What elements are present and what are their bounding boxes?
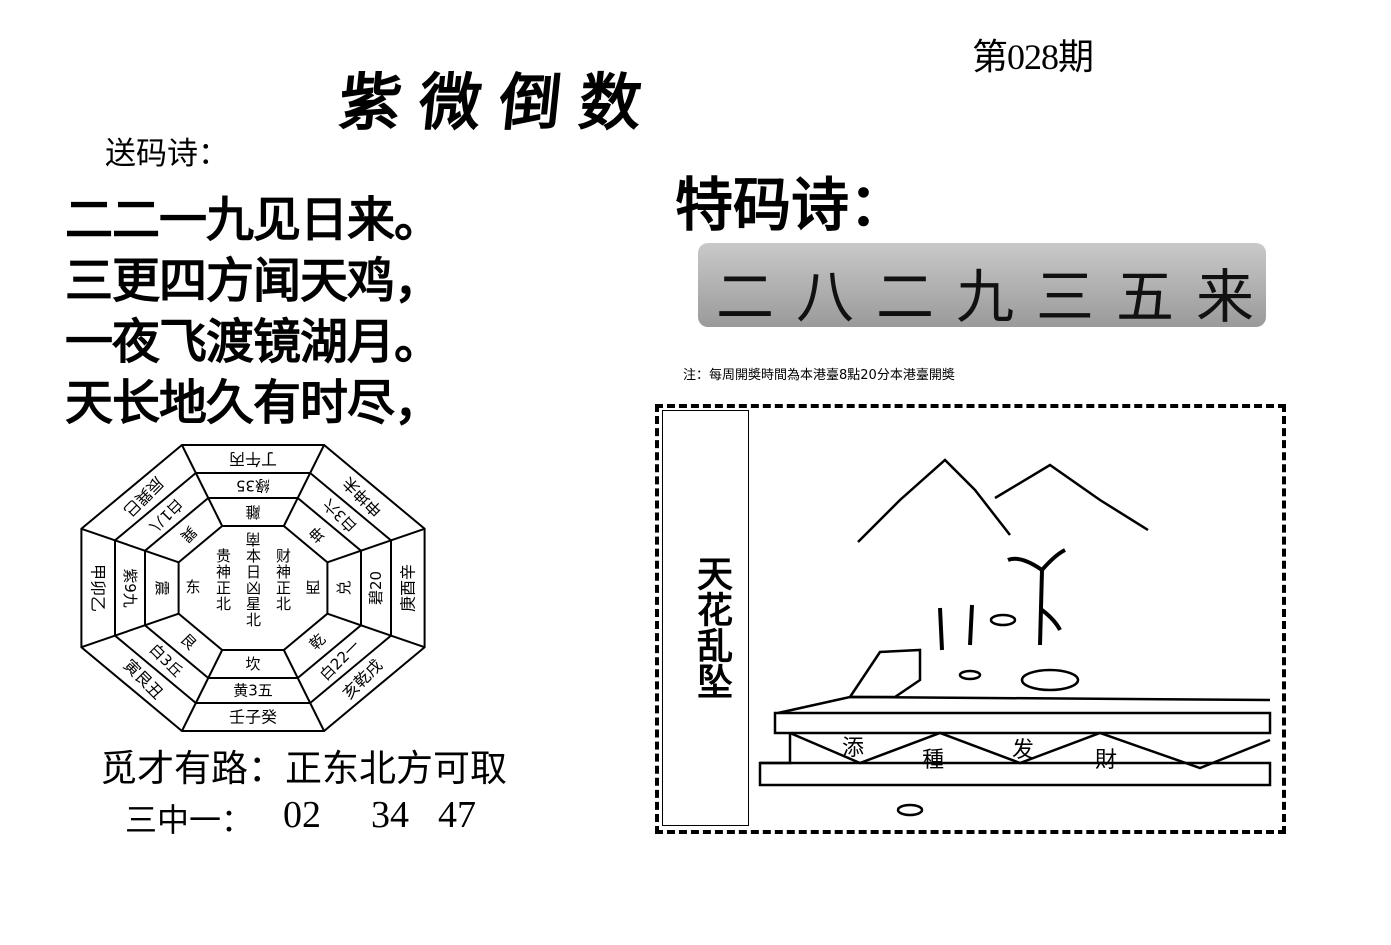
table-base xyxy=(758,761,1272,787)
poem-line: 天长地久有时尽， xyxy=(65,375,442,431)
bagua-middle-label: 黄3五 xyxy=(233,682,273,700)
poem-line: 三更四方闻天鸡， xyxy=(65,253,442,309)
bagua-inner-label: 震 xyxy=(153,580,171,595)
table-label: 財 xyxy=(1095,748,1118,773)
octagon-ring-0 xyxy=(80,444,426,732)
sector-divider xyxy=(327,612,425,649)
bagua-outer-label: 壬子癸 xyxy=(229,708,277,727)
bagua-inner-label: 兑 xyxy=(335,580,353,595)
tree xyxy=(1007,548,1066,646)
plant-stem xyxy=(938,607,944,651)
leaf-blob xyxy=(896,803,924,817)
center-noble-column: 贵神正北 xyxy=(214,548,232,612)
sector-divider xyxy=(282,444,325,527)
bagua-inner-label: 離 xyxy=(245,503,260,521)
sector-divider xyxy=(181,444,224,527)
mountain-right xyxy=(994,463,1149,532)
poem-line: 一夜飞渡镜湖月。 xyxy=(65,314,442,370)
bagua-outer-label: 庚酉辛 xyxy=(398,564,417,612)
bagua-inner-label: 坎 xyxy=(245,655,260,673)
issue-number: 第028期 xyxy=(972,37,1094,77)
bagua-middle-label: 綠35 xyxy=(236,477,270,495)
sector-divider xyxy=(282,649,325,732)
bagua-middle-label: 紫9九 xyxy=(121,568,139,608)
illustration-caption: 天花乱坠 xyxy=(691,555,733,699)
leaf-blob xyxy=(989,613,1017,627)
table-top xyxy=(777,695,1271,715)
number: 02 xyxy=(283,794,321,836)
sector-divider xyxy=(81,612,179,649)
center-wealth-column: 财神正北 xyxy=(274,548,292,612)
bagua-outer-label: 丁午丙 xyxy=(229,450,277,469)
three-in-one-label: 三中一： xyxy=(125,801,254,839)
table-slab xyxy=(773,711,1272,735)
poem-line: 二二一九见日来。 xyxy=(65,192,442,248)
bowl xyxy=(1020,668,1080,692)
sector-divider xyxy=(81,527,179,564)
sector-divider xyxy=(327,527,425,564)
center-evil-column: 本日凶星北 xyxy=(244,548,262,628)
table-label: 添 xyxy=(842,736,865,761)
number: 34 xyxy=(371,794,409,836)
raised-block xyxy=(847,648,922,699)
center-east-label: 东 xyxy=(185,578,200,596)
gift-poem-label: 送码诗： xyxy=(105,136,229,172)
bagua-outer-label: 甲卯乙 xyxy=(89,564,108,612)
leaf-blob xyxy=(958,669,982,681)
center-south-label: 南 xyxy=(245,530,260,548)
plant-stem xyxy=(968,604,974,646)
mountain-left xyxy=(857,458,1011,543)
illustration-frame xyxy=(655,404,1286,834)
bagua-middle-label: 碧20 xyxy=(367,571,385,605)
draw-time-note: 注：每周開奬時間為本港臺8點20分本港臺開奬 xyxy=(683,368,955,383)
number: 47 xyxy=(438,794,476,836)
table-label: 发 xyxy=(1012,738,1035,763)
special-poem-text: 二八二九三五来 xyxy=(716,263,1277,331)
sector-divider xyxy=(181,649,224,732)
special-poem-label: 特码诗： xyxy=(675,171,908,239)
caption-panel xyxy=(662,410,749,826)
wealth-direction: 觅才有路：正东北方可取 xyxy=(100,747,507,790)
bagua-diagram: 丁午丙申坤未庚酉辛亥乾戌壬子癸寅艮丑甲卯乙辰巽巳綠35白3六碧20白22一黄3五… xyxy=(80,444,426,732)
table-leg xyxy=(760,733,792,765)
table-label: 種 xyxy=(922,748,945,773)
center-west-label: 西 xyxy=(305,578,320,596)
special-poem-box xyxy=(698,243,1266,327)
